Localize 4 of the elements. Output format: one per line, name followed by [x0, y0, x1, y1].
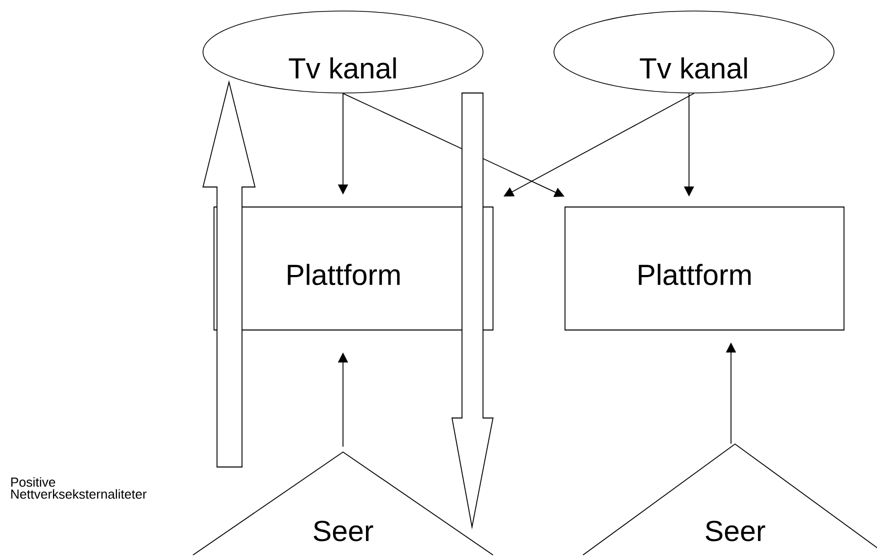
- block-arrow: [451, 92, 494, 530]
- block-arrow: [202, 80, 256, 468]
- arrow-label: Positive Nettverkseksternaliteter: [11, 477, 147, 499]
- platform-box: Plattform: [564, 206, 844, 330]
